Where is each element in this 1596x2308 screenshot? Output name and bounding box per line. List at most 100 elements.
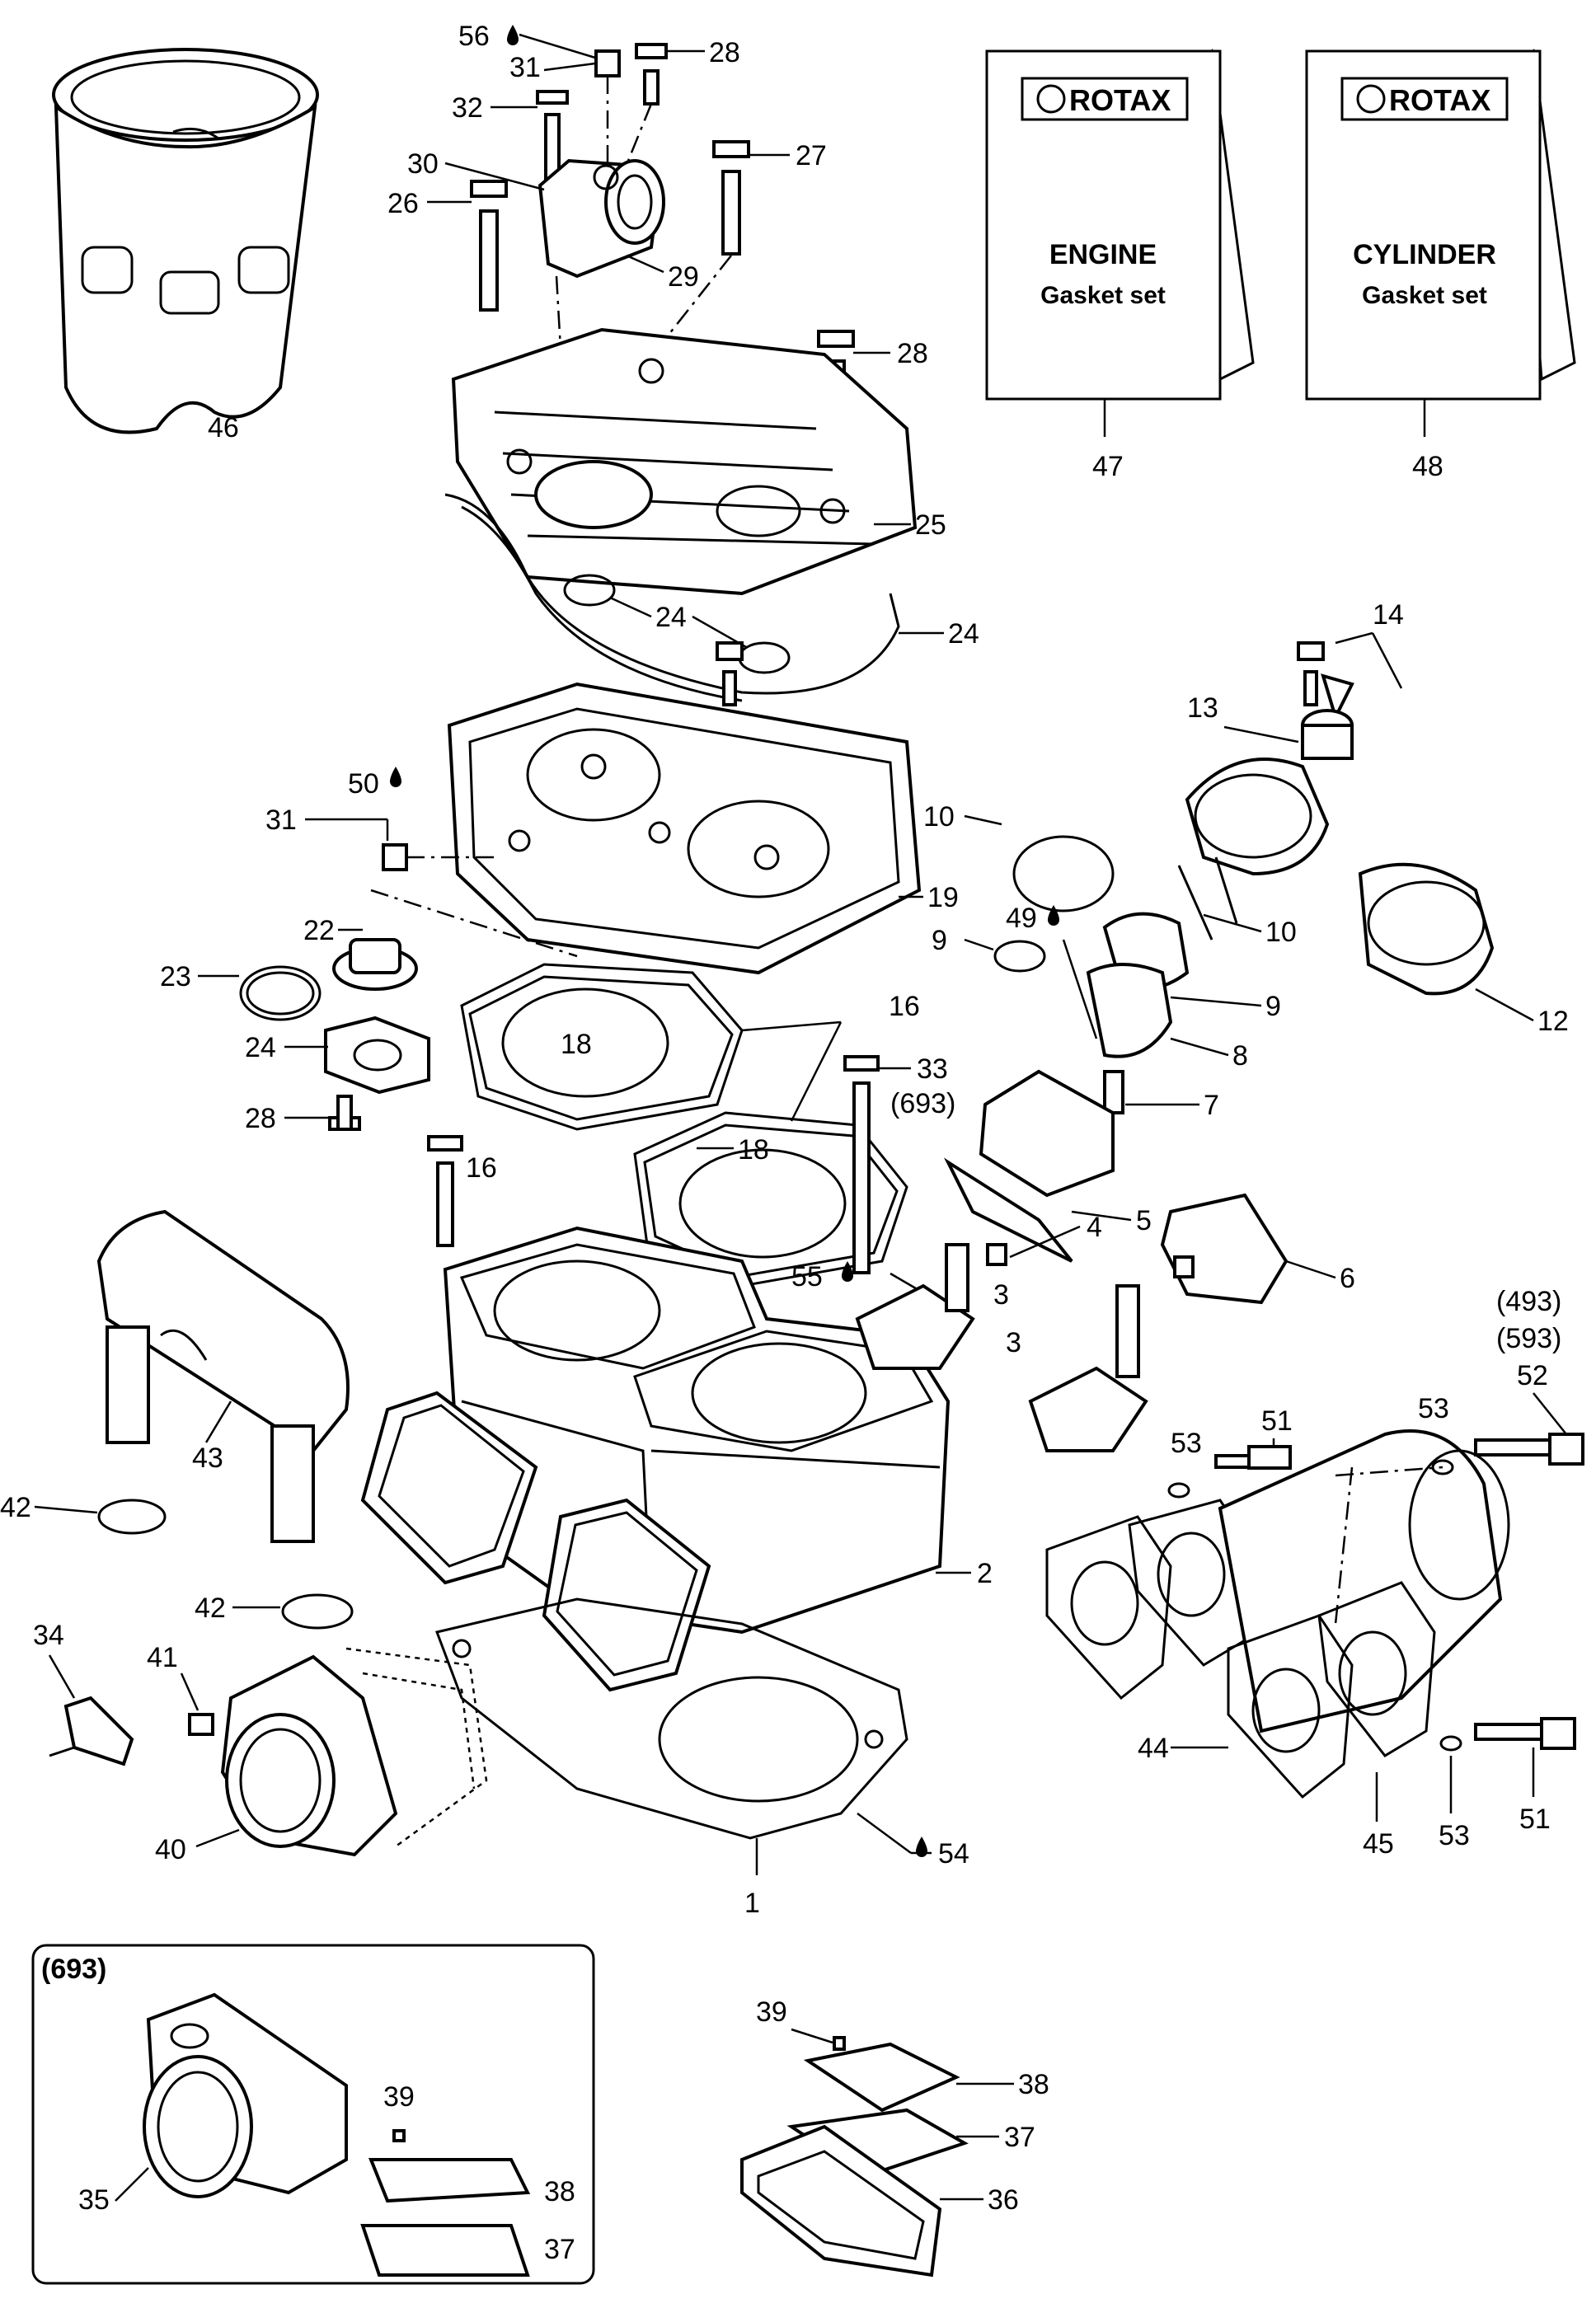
label-39-right: 39 [756,1996,787,2028]
variant-493: (493) [1496,1286,1561,1317]
label-44: 44 [1138,1733,1169,1764]
book-48-subtitle: Gasket set [1362,282,1487,309]
label-53-bottom: 53 [1439,1820,1470,1851]
label-25: 22 [303,915,335,946]
label-31-top: 31 [509,52,541,83]
part-1-base-gasket [434,1597,908,1840]
label-37-inset: 37 [544,2234,575,2265]
label-15: 14 [1373,599,1404,631]
label-14: 13 [1187,692,1218,724]
label-42-left: 42 [0,1492,31,1523]
part-19-cylinder-head [447,682,922,975]
label-24-top: 27 [796,140,827,171]
label-33: 33 [917,1053,948,1085]
inset-693-title: (693) [41,1954,106,1985]
label-2: 2 [977,1558,993,1589]
label-38-right: 38 [1018,2069,1049,2100]
label-27: 24 [245,1032,276,1063]
label-8: 8 [1232,1040,1248,1072]
label-7: 7 [1204,1090,1219,1121]
label-47: 47 [1092,451,1124,482]
label-13: 12 [1537,1006,1569,1037]
exhaust-manifold-group [1045,1429,1584,1799]
label-40: 40 [155,1834,186,1865]
label-10: 9 [1265,991,1281,1022]
book-48-brand: ROTAX [1389,83,1490,117]
label-18-upper: 18 [561,1029,592,1060]
label-11: 10 [923,801,955,833]
inset-693-box [31,1944,595,2285]
studs-16-33 [427,1055,880,1274]
oil-drop-icons [390,25,1059,1857]
part-34-bracket [49,1696,134,1766]
book-47-title: ENGINE [1049,239,1157,270]
label-19: 19 [927,882,959,913]
label-45: 45 [1363,1828,1394,1860]
label-51-bottom: 51 [1519,1804,1551,1835]
label-41: 41 [147,1642,178,1673]
label-43: 43 [192,1442,223,1474]
part-43-rave-housing [96,1209,350,1543]
label-51-top: 51 [1261,1405,1293,1437]
label-52: 52 [1517,1360,1548,1391]
label-36: 36 [988,2184,1019,2216]
engine-gasket-set-book: ROTAX ENGINE Gasket set [985,48,1255,401]
label-12: 10 [1265,917,1297,948]
label-53-top: 53 [1418,1393,1449,1424]
label-55: 55 [791,1261,823,1292]
label-50: 50 [348,768,379,800]
label-26: 23 [160,961,191,992]
label-5: 5 [1136,1205,1152,1236]
label-56: 56 [458,21,490,52]
part-40-rotary-intake [188,1647,488,1857]
label-24-mid: 28 [897,338,928,369]
label-49: 49 [1006,903,1037,934]
label-3-upper: 3 [993,1279,1009,1311]
thermostat-group [239,938,430,1131]
label-46: 46 [208,412,239,443]
reed-block-exploded [740,2036,969,2278]
label-28-mid: 28 [245,1103,276,1134]
label-16: 16 [466,1152,497,1184]
label-37-right: 37 [1004,2122,1035,2153]
label-35: 35 [78,2184,110,2216]
reed-housings-on-block [360,1391,711,1692]
rotary-valve-assembly [716,641,1495,1305]
label-9: 9 [932,925,947,956]
label-29: 29 [668,261,699,293]
label-4: 4 [1087,1212,1102,1243]
pistons [855,1243,1148,1452]
label-28-top: 28 [709,37,740,68]
cylinder-gasket-set-book: ROTAX CYLINDER Gasket set [1305,48,1576,401]
label-1: 1 [744,1888,760,1919]
label-34: 34 [33,1620,64,1651]
book-47-subtitle: Gasket set [1040,282,1166,309]
clamps-42 [97,1499,354,1630]
label-48: 48 [1412,451,1443,482]
label-53-left: 53 [1171,1428,1202,1459]
label-39-inset: 39 [383,2081,415,2113]
label-31-mid: 31 [265,805,297,836]
label-22: 25 [915,509,946,541]
part-17-head-gaskets [460,963,908,1288]
book-47-brand: ROTAX [1069,83,1171,117]
label-23: 26 [387,188,419,219]
label-32: 32 [452,92,483,124]
label-18-lower: 18 [738,1134,769,1166]
variant-593: (593) [1496,1323,1561,1354]
label-6: 6 [1340,1263,1355,1294]
variant-693-label: (693) [890,1088,955,1119]
part-22-cylinder-head-cover [444,327,918,702]
label-42-mid: 42 [195,1593,226,1624]
part-46-cylinder-sleeve [52,48,319,434]
book-48-title: CYLINDER [1353,239,1496,270]
label-38-inset: 38 [544,2176,575,2207]
label-21: 24 [655,602,687,633]
label-54: 54 [938,1838,969,1869]
top-fittings [470,43,855,495]
label-20: 24 [948,618,979,650]
label-30: 30 [407,148,439,180]
label-3-lower: 3 [1006,1327,1021,1358]
label-17: 16 [889,991,920,1022]
